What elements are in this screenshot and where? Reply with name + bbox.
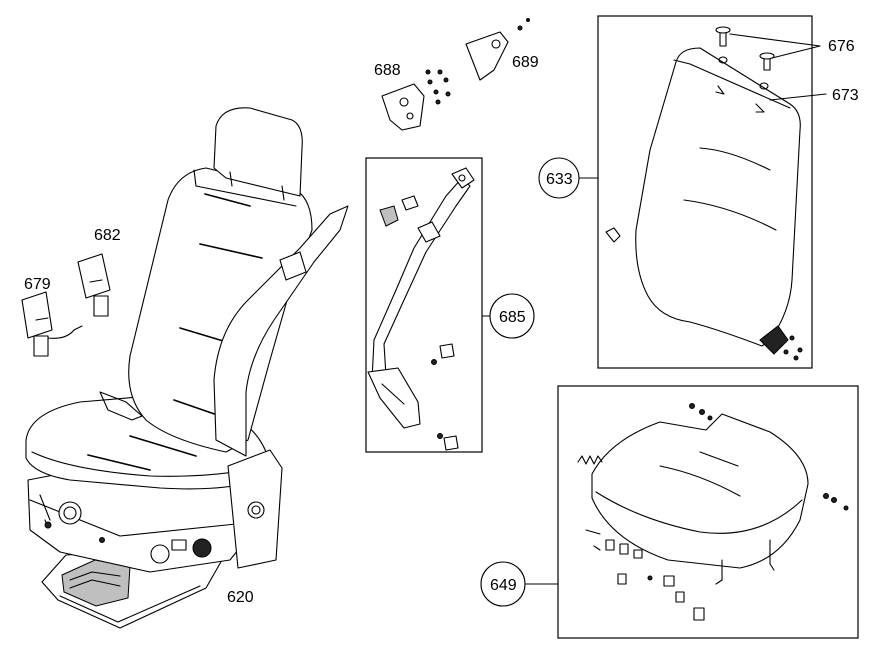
screw-676-b [759,52,775,71]
screw-676-a [715,26,731,47]
callout-circle-685 [489,293,535,339]
bracket-689: 689 [465,18,539,81]
cushion-frame [557,385,859,639]
label-673: 673 [832,87,859,104]
seatbelt-frame [365,157,483,453]
label-682: 682 [94,227,121,244]
label-689: 689 [512,54,539,71]
label-649: 649 [490,577,517,594]
backrest-group-633: 633 676 673 [538,15,859,369]
label-685: 685 [499,309,526,326]
backrest-frame [597,15,813,369]
label-676: 676 [828,38,855,55]
buckle-679: 679 [21,276,83,357]
label-679: 679 [24,276,51,293]
seatbelt-group-685: 685 [365,157,535,453]
bracket-688: 688 [374,62,451,131]
callout-circle-633 [538,157,580,199]
label-620: 620 [227,589,254,606]
label-688: 688 [374,62,401,79]
callout-circle-649 [480,561,526,607]
label-633: 633 [546,171,573,188]
cushion-group-649: 649 [480,385,859,639]
buckle-682: 682 [77,227,121,317]
seat-assembly-620: 620 [25,107,349,629]
